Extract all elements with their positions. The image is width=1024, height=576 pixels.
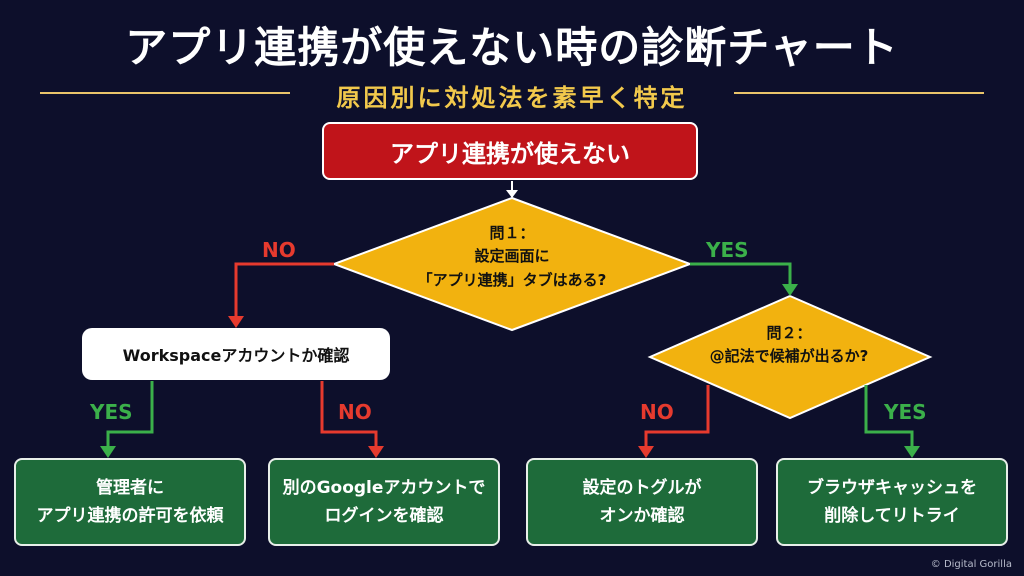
result-toggle-line2: オンか確認 <box>599 506 685 526</box>
question1-line2: 設定画面に <box>474 247 550 266</box>
arrow-q1-no <box>234 262 334 320</box>
arrow-check-no <box>320 381 378 450</box>
result-admin-line1: 管理者に <box>96 477 164 498</box>
question2-text: 問２： @記法で候補が出るか? <box>652 322 926 369</box>
start-box: アプリ連携が使えない <box>322 122 698 180</box>
workspace-check-box: Workspaceアカウントか確認 <box>82 328 390 380</box>
q1-no-label: NO <box>262 238 296 262</box>
arrowhead-q2-yes <box>904 446 920 458</box>
arrowhead-q2-no <box>638 446 654 458</box>
question1-line3: 「アプリ連携」タブはある? <box>417 270 607 289</box>
subtitle-line-left <box>40 92 290 94</box>
question1-line1: 問１： <box>489 224 535 242</box>
q2-yes-label: YES <box>884 400 927 424</box>
arrowhead-q1-yes <box>782 284 798 296</box>
result-toggle-line1: 設定のトグルが <box>582 477 702 498</box>
result-admin-box: 管理者に アプリ連携の許可を依頼 <box>14 458 246 546</box>
arrowhead-check-no <box>368 446 384 458</box>
arrow-q2-no <box>644 385 710 450</box>
q1-yes-label: YES <box>706 238 749 262</box>
arrowhead-check-yes <box>100 446 116 458</box>
page-subtitle: 原因別に対処法を素早く特定 <box>336 84 688 112</box>
check-no-label: NO <box>338 400 372 424</box>
question2-diamond <box>647 294 933 420</box>
check-yes-label: YES <box>90 400 133 424</box>
result-admin-line2: アプリ連携の許可を依頼 <box>36 506 224 526</box>
result-google-box: 別のGoogleアカウントで ログインを確認 <box>268 458 500 546</box>
q2-no-label: NO <box>640 400 674 424</box>
arrow-q1-yes <box>690 262 792 288</box>
subtitle-line-right <box>734 92 984 94</box>
result-cache-line2: 削除してリトライ <box>824 506 960 526</box>
question2-line2: @記法で候補が出るか? <box>709 347 869 366</box>
arrow-q2-yes <box>864 385 914 450</box>
result-google-line2: ログインを確認 <box>324 506 444 526</box>
result-google-line1: 別のGoogleアカウントで <box>282 477 486 498</box>
question1-text: 問１： 設定画面に 「アプリ連携」タブはある? <box>382 222 642 292</box>
arrowhead-q1-no <box>228 316 244 328</box>
result-toggle-box: 設定のトグルが オンか確認 <box>526 458 758 546</box>
question1-diamond <box>331 196 693 332</box>
subtitle-row: 原因別に対処法を素早く特定 <box>0 78 1024 112</box>
result-cache-box: ブラウザキャッシュを 削除してリトライ <box>776 458 1008 546</box>
arrow-check-yes <box>106 381 154 450</box>
question2-line1: 問２： <box>766 324 812 342</box>
credit-text: © Digital Gorilla <box>930 559 1012 570</box>
arrowhead-start-to-q1 <box>506 190 518 198</box>
page-title: アプリ連携が使えない時の診断チャート <box>125 23 899 72</box>
result-cache-line1: ブラウザキャッシュを <box>807 477 977 498</box>
